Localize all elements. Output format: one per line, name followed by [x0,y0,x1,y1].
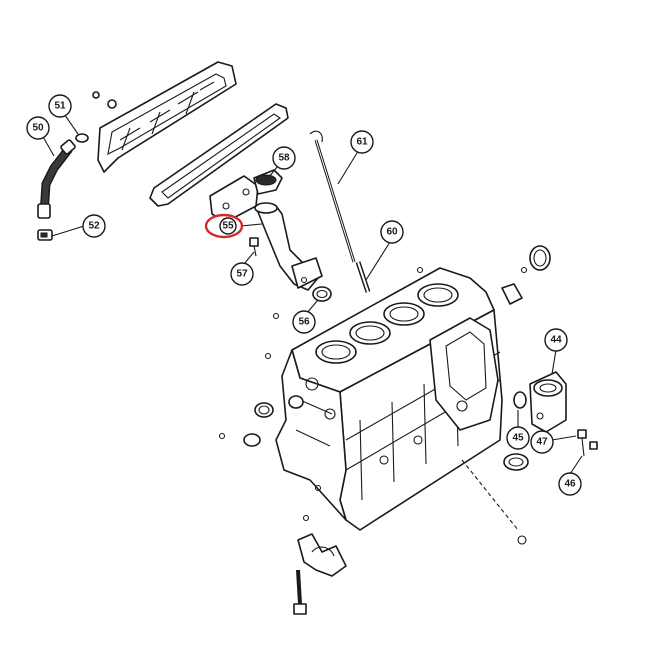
housing-bolts [577,429,598,457]
callout-44: 44 [544,328,568,352]
callout-60: 60 [380,220,404,244]
dipstick-tube [355,261,371,293]
hose-clamp [75,133,89,143]
callout-57: 57 [230,262,254,286]
callout-label: 44 [550,335,562,346]
callout-label: 61 [356,137,368,148]
cylinder-block [275,267,503,531]
callout-circle [544,328,568,352]
callout-51: 51 [48,94,72,118]
callout-circle [530,430,554,454]
leader-lines [37,107,583,475]
callout-label: 52 [88,221,100,232]
callout-47: 47 [530,430,554,454]
callout-circle [48,94,72,118]
main-bearing-cap [293,533,347,615]
o-ring [312,286,332,302]
thermostat-housing [529,371,567,433]
callout-label: 58 [278,153,290,164]
filler-plate [209,169,283,223]
callout-label: 50 [32,123,44,134]
breather-tube [37,139,76,219]
callout-46: 46 [558,472,582,496]
callout-label: 60 [386,227,398,238]
callout-circle [82,214,106,238]
callout-circle [26,116,50,140]
callout-circle [230,262,254,286]
callout-circle [506,426,530,450]
expansion-plugs [218,245,551,545]
callout-61: 61 [350,130,374,154]
callout-55: 55 [204,213,244,239]
callout-circle [558,472,582,496]
callout-circle [380,220,404,244]
callout-52: 52 [82,214,106,238]
bolt [249,237,259,257]
callout-label: 56 [298,317,310,328]
callout-circle [350,130,374,154]
callout-56: 56 [292,310,316,334]
callout-circle [272,146,296,170]
breather-fitting [37,229,53,241]
cover-gasket [149,103,289,207]
oil-filler-tube [254,202,323,291]
dipstick [309,130,356,263]
callout-45: 45 [506,426,530,450]
tappet-cover [92,61,237,173]
callout-circle [292,310,316,334]
callout-label: 45 [512,433,524,444]
callout-58: 58 [272,146,296,170]
callout-label: 46 [564,479,576,490]
callout-label: 51 [54,101,66,112]
callout-label: 55 [222,221,234,232]
callout-50: 50 [26,116,50,140]
callout-circle [219,217,237,235]
callout-label: 47 [536,437,548,448]
callout-label: 57 [236,269,248,280]
